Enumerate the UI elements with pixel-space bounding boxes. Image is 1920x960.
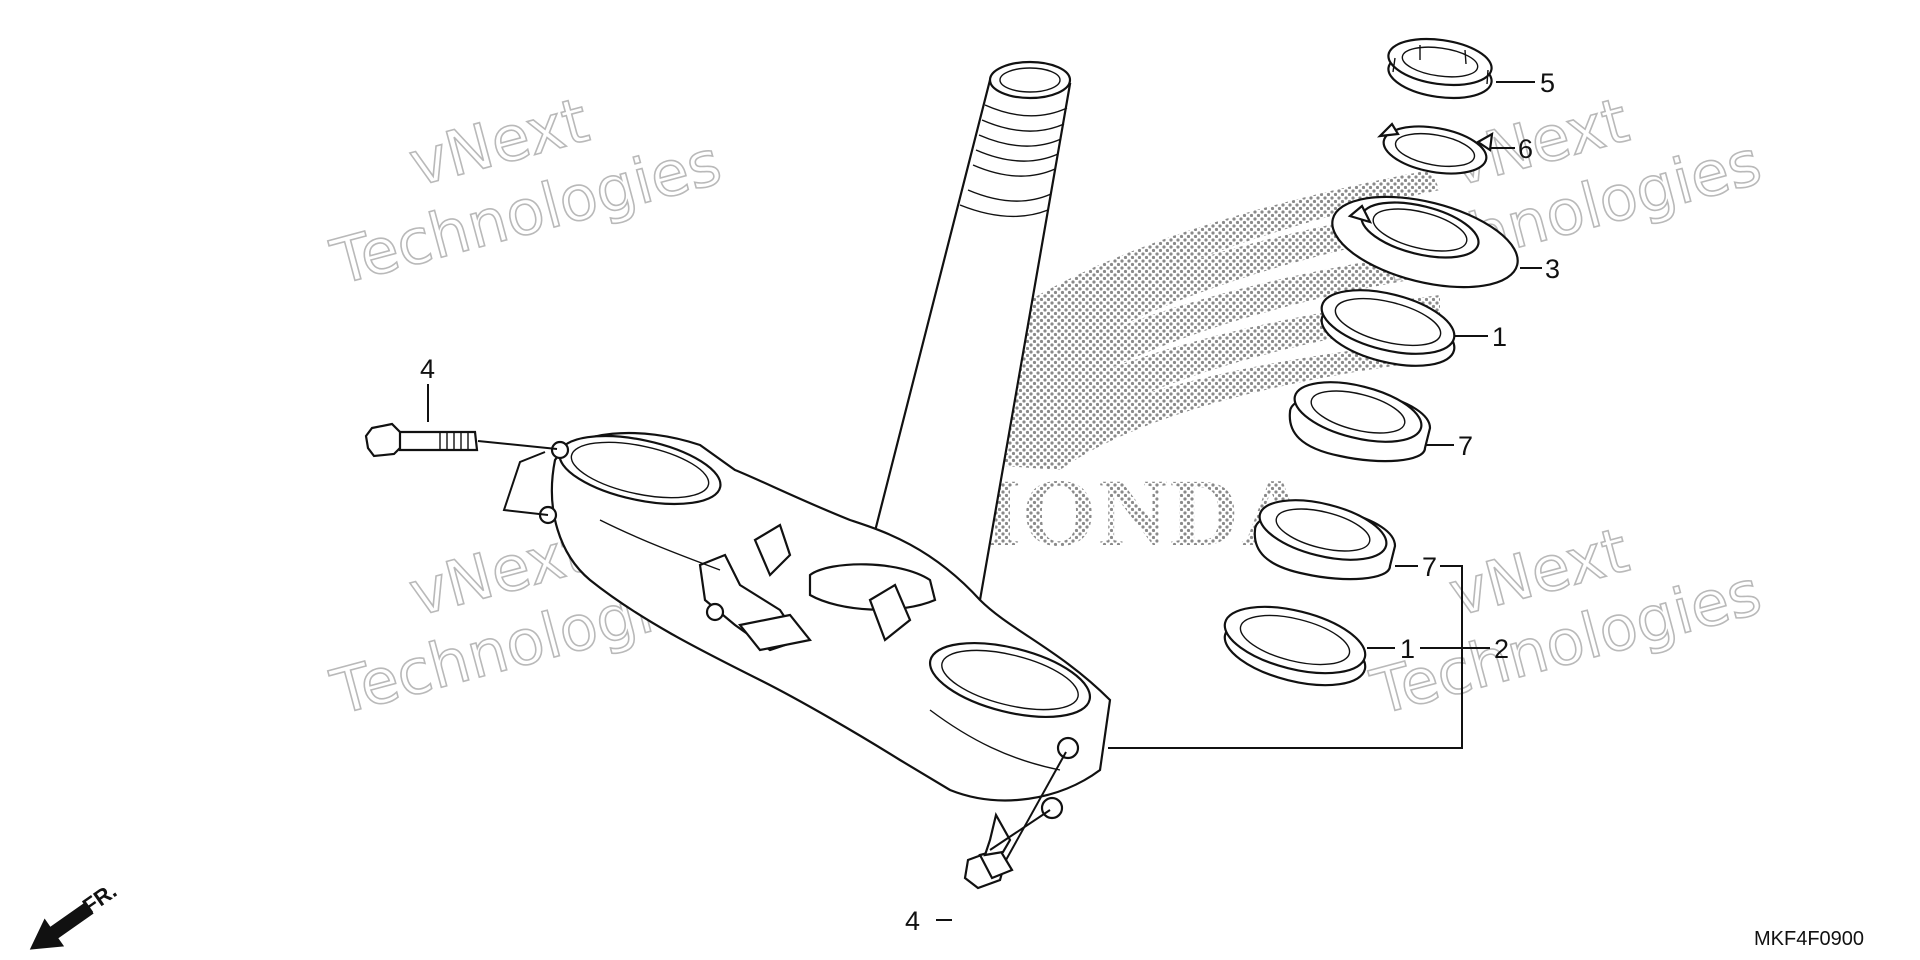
callout-3: 3 — [1545, 254, 1560, 284]
diagram-code: MKF4F0900 — [1754, 928, 1864, 950]
arrow-left-icon — [29, 902, 94, 950]
front-direction-indicator: FR. — [29, 878, 121, 950]
callout-7-upper: 7 — [1458, 431, 1473, 461]
callouts: 5 6 3 1 7 7 1 2 4 4 — [420, 68, 1560, 936]
callout-4-lower: 4 — [905, 906, 920, 936]
callout-6: 6 — [1518, 134, 1533, 164]
callout-2: 2 — [1494, 634, 1509, 664]
bearing-lower — [1253, 499, 1397, 581]
dust-seal-lower — [1223, 605, 1367, 687]
callout-7-lower: 7 — [1422, 552, 1437, 582]
bolt-lower — [963, 812, 1014, 890]
honda-wing-logo: HONDA — [938, 170, 1440, 566]
bearing-cover — [1331, 195, 1519, 289]
dust-seal-upper — [1320, 289, 1456, 367]
bolt-upper — [364, 422, 479, 458]
callout-4-upper: 4 — [420, 354, 435, 384]
leader-lines — [427, 81, 1542, 921]
bearing-upper — [1288, 381, 1432, 463]
watermark-top-left: vNext Technologies — [323, 83, 729, 301]
callout-1-lower: 1 — [1400, 634, 1415, 664]
watermark-bottom-right: vNext Technologies — [1363, 513, 1769, 731]
honda-logo-text: HONDA — [945, 459, 1312, 566]
bottom-bridge — [538, 431, 1112, 820]
lock-nut — [1387, 37, 1493, 100]
lock-washer — [1377, 122, 1494, 175]
callout-1-upper: 1 — [1492, 322, 1507, 352]
callout-5: 5 — [1540, 68, 1555, 98]
